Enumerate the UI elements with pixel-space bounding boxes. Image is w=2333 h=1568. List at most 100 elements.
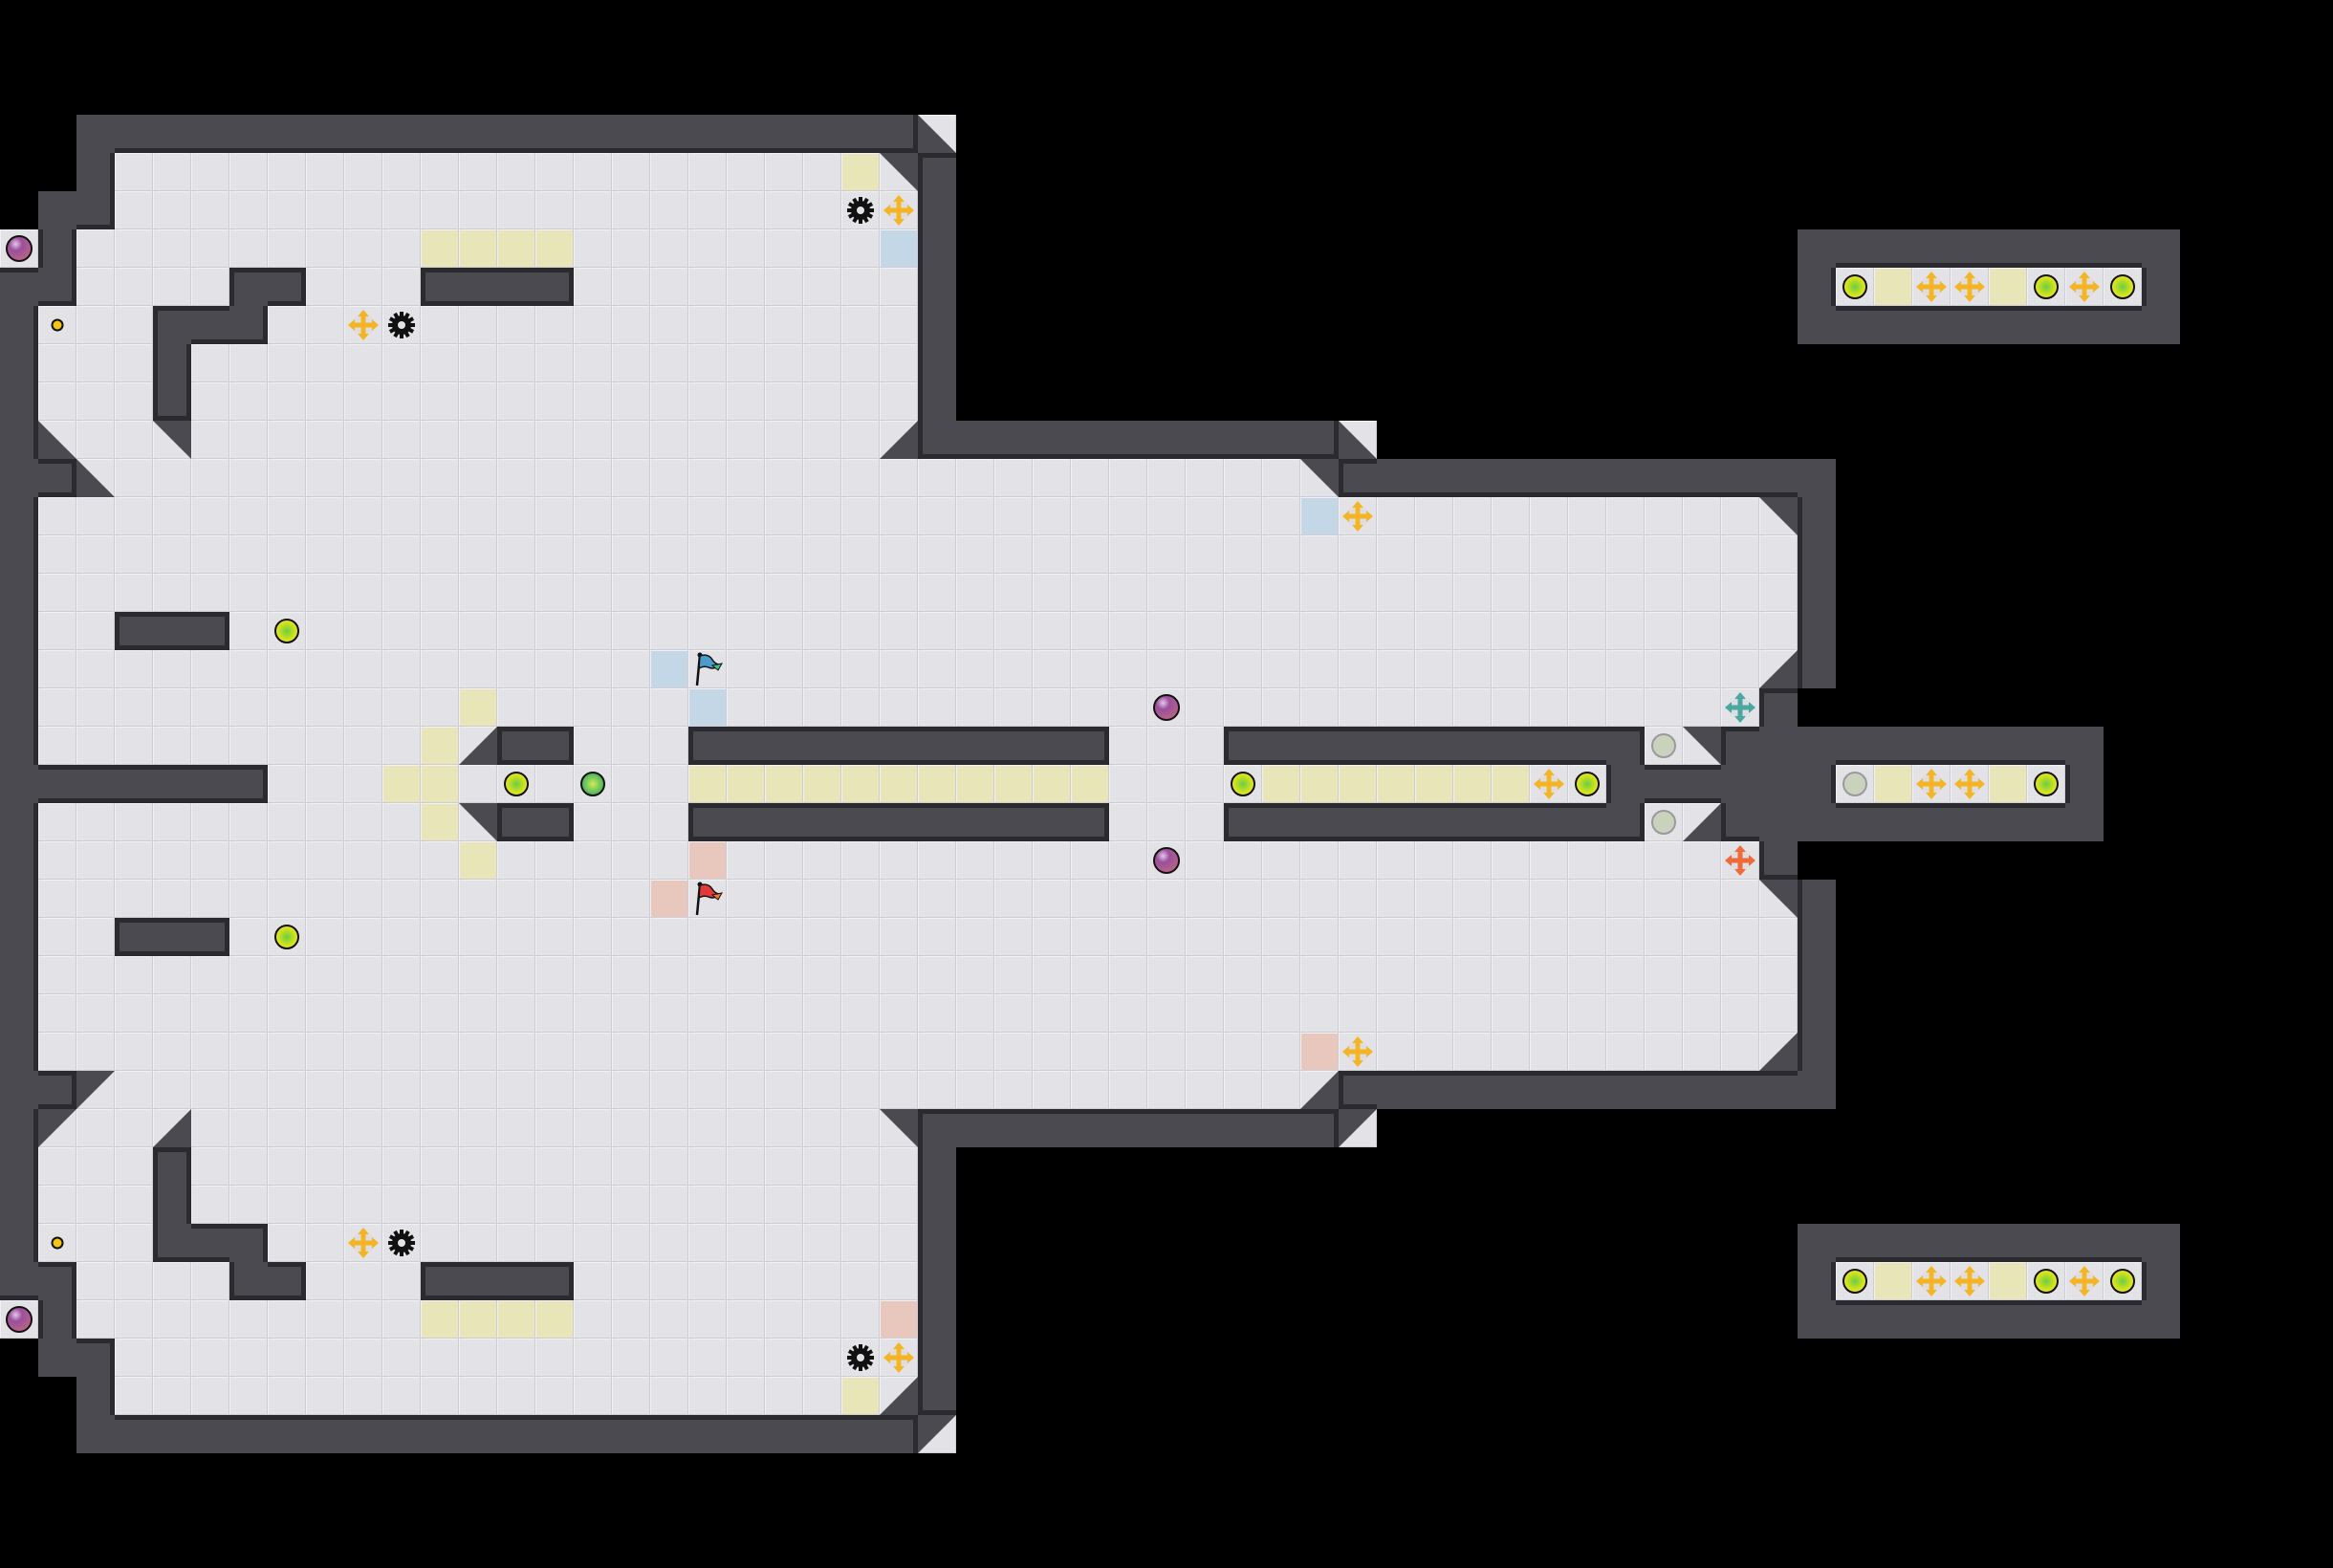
floor-tile bbox=[1759, 535, 1798, 574]
floor-tile bbox=[421, 344, 459, 382]
floor-tile bbox=[727, 688, 765, 727]
floor-tile bbox=[382, 994, 421, 1033]
yellow-tile bbox=[459, 841, 497, 880]
wall-tile bbox=[459, 1415, 497, 1453]
floor-tile bbox=[344, 841, 382, 880]
floor-tile bbox=[956, 688, 994, 727]
floor-tile bbox=[76, 229, 115, 268]
floor-tile bbox=[727, 1339, 765, 1377]
floor-tile bbox=[1147, 803, 1186, 841]
floor-tile bbox=[1109, 459, 1147, 497]
floor-tile bbox=[382, 727, 421, 765]
floor-tile bbox=[382, 612, 421, 650]
red-flag-icon bbox=[689, 881, 726, 917]
floor-tile bbox=[229, 535, 268, 574]
floor-tile bbox=[153, 497, 191, 535]
green-orb-icon bbox=[2110, 274, 2135, 299]
floor-tile bbox=[1453, 880, 1492, 918]
floor-tile bbox=[841, 688, 880, 727]
floor-tile bbox=[1109, 994, 1147, 1033]
floor-tile bbox=[1109, 1071, 1147, 1109]
floor-tile bbox=[535, 918, 574, 956]
wall-tile bbox=[344, 115, 382, 153]
wall-tile bbox=[229, 268, 268, 306]
green-orb-icon bbox=[504, 772, 529, 796]
floor-tile bbox=[1377, 841, 1415, 880]
floor-tile bbox=[841, 841, 880, 880]
wall-tile bbox=[1453, 459, 1492, 497]
floor-tile bbox=[76, 1147, 115, 1186]
diagonal-wall bbox=[153, 1109, 191, 1147]
floor-tile bbox=[535, 459, 574, 497]
floor-tile bbox=[153, 1033, 191, 1071]
floor-tile bbox=[1530, 612, 1568, 650]
wall-tile bbox=[994, 1109, 1033, 1147]
floor-tile bbox=[76, 382, 115, 421]
floor-tile bbox=[268, 1377, 306, 1415]
floor-tile bbox=[880, 918, 918, 956]
yellow-tile bbox=[727, 765, 765, 803]
floor-tile bbox=[612, 1339, 650, 1377]
floor-tile bbox=[1300, 918, 1339, 956]
floor-tile bbox=[421, 1339, 459, 1377]
wall-tile bbox=[1912, 1224, 1951, 1262]
floor-tile bbox=[841, 612, 880, 650]
floor-tile bbox=[1033, 459, 1071, 497]
floor-tile bbox=[382, 803, 421, 841]
floor-tile bbox=[918, 650, 956, 688]
floor-tile bbox=[727, 1377, 765, 1415]
diagonal-wall bbox=[880, 1377, 918, 1415]
floor-tile bbox=[382, 1377, 421, 1415]
four-arrow-cross-icon bbox=[347, 1227, 380, 1259]
floor-tile bbox=[535, 382, 574, 421]
floor-tile bbox=[727, 841, 765, 880]
wall-tile bbox=[1989, 803, 2027, 841]
floor-tile bbox=[574, 880, 612, 918]
floor-tile bbox=[612, 268, 650, 306]
floor-tile bbox=[612, 1262, 650, 1300]
floor-tile bbox=[1147, 994, 1186, 1033]
floor-tile bbox=[1721, 1033, 1759, 1071]
floor-tile bbox=[153, 1339, 191, 1377]
floor-tile bbox=[688, 1033, 727, 1071]
wall-tile bbox=[497, 727, 535, 765]
floor-tile bbox=[688, 1109, 727, 1147]
floor-tile bbox=[382, 1147, 421, 1186]
wall-tile bbox=[1453, 803, 1492, 841]
floor-tile bbox=[1300, 459, 1339, 497]
four-arrow-cross-icon bbox=[2068, 1265, 2101, 1297]
floor-tile bbox=[268, 306, 306, 344]
floor-tile bbox=[344, 918, 382, 956]
floor-tile bbox=[1109, 535, 1147, 574]
wall-tile bbox=[0, 841, 38, 880]
floor-tile bbox=[688, 612, 727, 650]
floor-tile bbox=[268, 344, 306, 382]
floor-tile bbox=[1492, 612, 1530, 650]
wall-tile bbox=[574, 1415, 612, 1453]
floor-tile bbox=[841, 994, 880, 1033]
floor-tile bbox=[803, 382, 841, 421]
floor-tile bbox=[1759, 650, 1798, 688]
wall-tile bbox=[229, 1262, 268, 1300]
floor-tile bbox=[535, 574, 574, 612]
floor-tile bbox=[153, 1262, 191, 1300]
floor-tile bbox=[880, 1071, 918, 1109]
floor-tile bbox=[535, 535, 574, 574]
floor-tile bbox=[803, 1109, 841, 1147]
floor-tile bbox=[688, 1071, 727, 1109]
floor-tile bbox=[497, 880, 535, 918]
floor-tile bbox=[918, 956, 956, 994]
floor-tile bbox=[306, 1262, 344, 1300]
floor-tile bbox=[344, 650, 382, 688]
floor-tile bbox=[459, 1377, 497, 1415]
floor-tile bbox=[1339, 535, 1377, 574]
floor-tile bbox=[421, 191, 459, 229]
floor-tile bbox=[229, 191, 268, 229]
floor-tile bbox=[1147, 918, 1186, 956]
floor-tile bbox=[76, 574, 115, 612]
floor-tile bbox=[268, 688, 306, 727]
floor-tile bbox=[1912, 268, 1951, 306]
floor-tile bbox=[382, 841, 421, 880]
floor-tile bbox=[1683, 650, 1721, 688]
floor-tile bbox=[153, 1071, 191, 1109]
